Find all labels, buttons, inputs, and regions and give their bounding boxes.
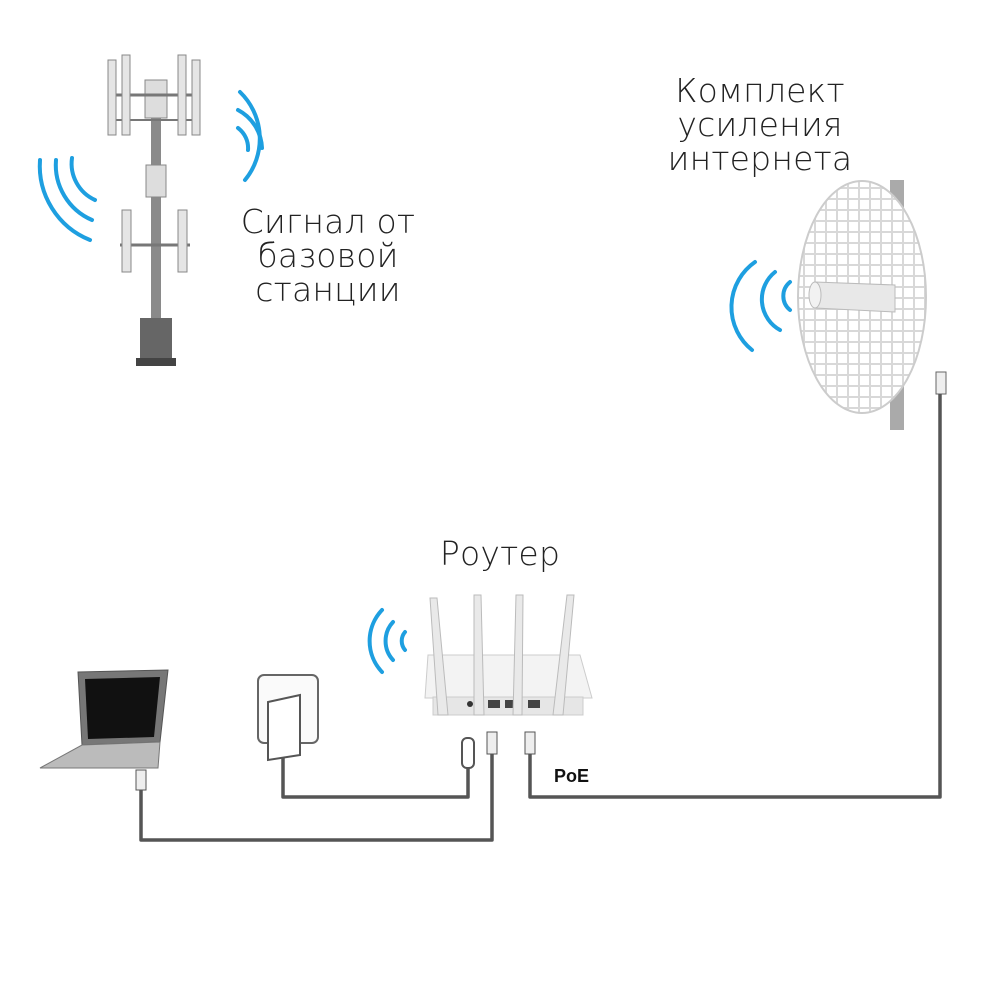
tower-label-line: станции: [255, 270, 401, 309]
ethernet-plug-icons: [486, 731, 536, 755]
grid-antenna-icon: [797, 180, 947, 430]
tower-label-line: базовой: [257, 236, 399, 275]
kit-label-line: Комплект: [675, 71, 845, 110]
tower-label-line: Сигнал от: [240, 202, 416, 241]
antenna-signal-icon: [729, 260, 792, 352]
router-signal-icon: [367, 608, 407, 674]
cables: [139, 394, 942, 842]
kit-label: Комплект усиления интернета: [650, 74, 870, 176]
tower-signal-left-icon: [37, 156, 97, 242]
kit-label-line: усиления: [677, 105, 843, 144]
router-icon: [424, 594, 593, 716]
tower-label: Сигнал от базовой станции: [218, 205, 438, 307]
cell-tower-icon: [107, 54, 201, 366]
poe-label: PoE: [554, 766, 590, 786]
laptop-cable: [139, 752, 494, 842]
power-adapter-icon: [257, 674, 475, 769]
laptop-icon: [39, 669, 169, 791]
router-label: Роутер: [439, 534, 561, 573]
tower-signal-right-icon: [236, 90, 264, 182]
poe-cable: [528, 394, 942, 799]
kit-label-line: интернета: [667, 139, 853, 178]
power-cable: [281, 758, 470, 799]
